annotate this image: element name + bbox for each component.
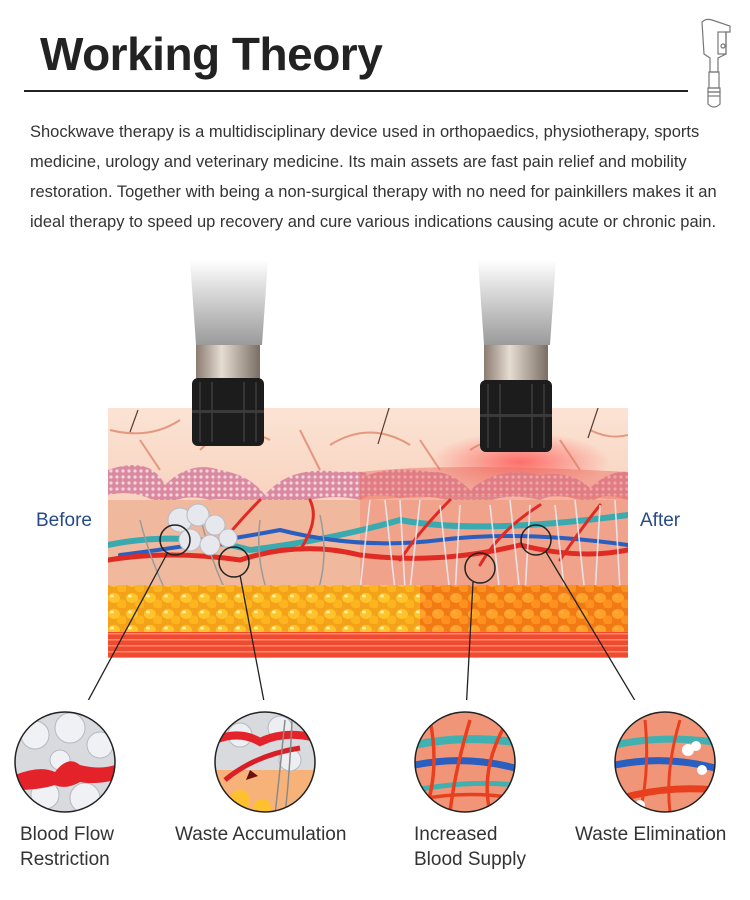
increased-blood-supply-closeup xyxy=(415,712,515,812)
caption-line: Blood Supply xyxy=(414,849,526,870)
intro-paragraph: Shockwave therapy is a multidisciplinary… xyxy=(30,123,717,231)
skin-cross-section-diagram xyxy=(87,260,636,700)
caption-increased-blood-supply: Increased Blood Supply xyxy=(414,822,526,872)
caption-line: Restriction xyxy=(20,849,110,870)
page-title: Working Theory xyxy=(40,28,383,80)
before-label: Before xyxy=(36,510,92,531)
probe-left xyxy=(190,260,268,446)
closeup-circles xyxy=(14,711,716,813)
caption-blood-flow-restriction: Blood Flow Restriction xyxy=(20,822,114,872)
after-label: After xyxy=(640,510,681,531)
blood-flow-restriction-closeup xyxy=(15,712,115,812)
probe-right xyxy=(478,260,556,452)
title-underline xyxy=(24,90,688,92)
caption-line: Blood Flow xyxy=(20,824,114,845)
caption-line: Increased xyxy=(414,824,498,845)
waste-elimination-closeup xyxy=(615,712,715,812)
waste-accumulation-closeup xyxy=(215,712,315,812)
caption-waste-accumulation: Waste Accumulation xyxy=(175,822,346,847)
caption-line: Waste Accumulation xyxy=(175,824,347,845)
caption-waste-elimination: Waste Elimination xyxy=(575,822,726,847)
shockwave-handpiece-icon xyxy=(701,18,731,108)
caption-line: Waste Elimination xyxy=(575,824,727,845)
